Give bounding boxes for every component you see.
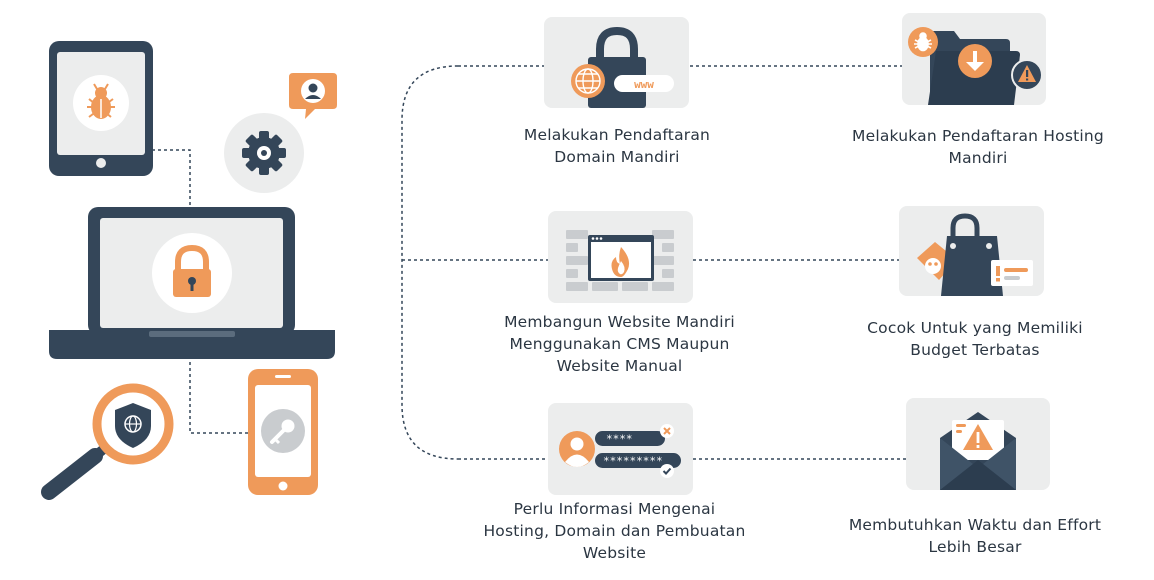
caption-line: Hosting, Domain dan Pembuatan [483, 522, 746, 540]
firewall-cms-icon [566, 230, 674, 291]
caption-line: Lebih Besar [928, 538, 1022, 556]
caption-line: Melakukan Pendaftaran Hosting [852, 127, 1104, 145]
gear-icon [224, 113, 304, 193]
info-tile: **** ********* [548, 403, 693, 495]
effort-caption: Membutuhkan Waktu dan Effort Lebih Besar [835, 514, 1115, 558]
caption-line: Budget Terbatas [910, 341, 1040, 359]
svg-text:****: **** [606, 433, 633, 446]
svg-text:www: www [634, 78, 654, 91]
info-caption: Perlu Informasi Mengenai Hosting, Domain… [472, 498, 757, 564]
domain-lock-www-icon: www [571, 26, 674, 108]
caption-line: Perlu Informasi Mengenai [513, 500, 716, 518]
magnifier-shield-icon [37, 382, 177, 507]
caption-line: Website Manual [556, 357, 683, 375]
budget-tile [899, 206, 1044, 296]
svg-text:*********: ********* [603, 455, 663, 468]
caption-line: Membangun Website Mandiri [504, 313, 735, 331]
caption-line: Menggunakan CMS Maupun [509, 335, 730, 353]
laptop-lock-icon [49, 207, 335, 362]
shopping-bag-budget-icon [917, 213, 1033, 296]
caption-line: Website [582, 544, 647, 562]
phone-key-icon [248, 369, 318, 495]
cms-tile [548, 211, 693, 303]
caption-line: Mandiri [948, 149, 1008, 167]
caption-line: Cocok Untuk yang Memiliki [867, 319, 1083, 337]
user-password-form-icon: **** ********* [559, 424, 681, 478]
caption-line: Melakukan Pendaftaran [523, 126, 711, 144]
cms-caption: Membangun Website Mandiri Menggunakan CM… [482, 311, 757, 377]
hosting-tile [902, 13, 1046, 105]
caption-line: Domain Mandiri [554, 148, 680, 166]
hosting-caption: Melakukan Pendaftaran Hosting Mandiri [838, 125, 1118, 169]
effort-tile [906, 398, 1050, 490]
folder-download-warning-icon [908, 27, 1043, 105]
budget-caption: Cocok Untuk yang Memiliki Budget Terbata… [835, 317, 1115, 361]
domain-tile: www [544, 17, 689, 108]
domain-caption: Melakukan Pendaftaran Domain Mandiri [482, 124, 752, 168]
chat-user-icon [289, 73, 337, 121]
caption-line: Membutuhkan Waktu dan Effort [848, 516, 1102, 534]
envelope-alert-icon [940, 412, 1016, 490]
tablet-bug-icon [49, 41, 153, 176]
